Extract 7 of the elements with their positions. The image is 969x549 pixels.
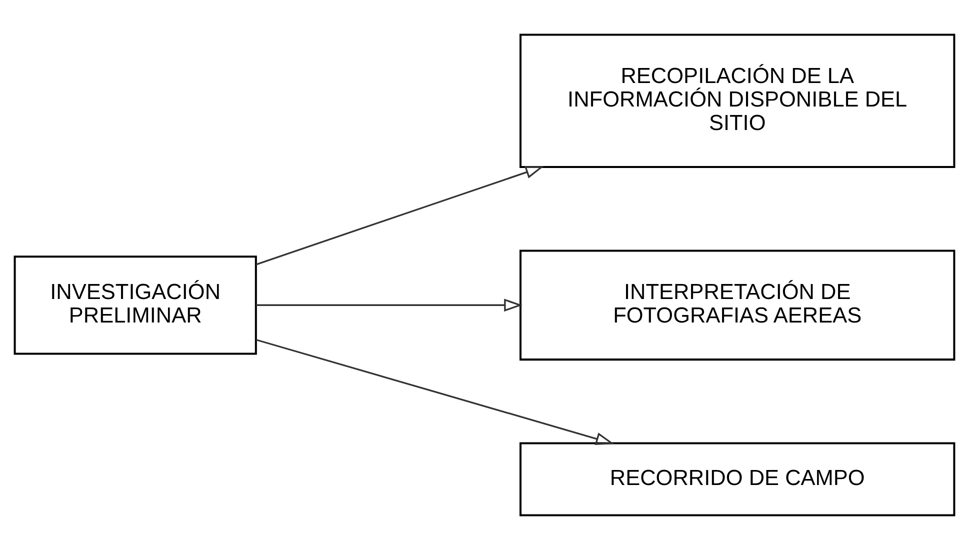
node-box: INVESTIGACIÓN PRELIMINAR [14,255,257,354]
arrow [256,166,544,265]
arrow [256,338,614,444]
node-box: RECOPILACIÓN DE LA INFORMACIÓN DISPONIBLE DEL SITIO [520,33,956,168]
arrow [256,298,523,312]
node-box: RECORRIDO DE CAMPO [520,442,956,516]
node-box: INTERPRETACIÓN DE FOTOGRAFIAS AEREAS [520,249,956,360]
